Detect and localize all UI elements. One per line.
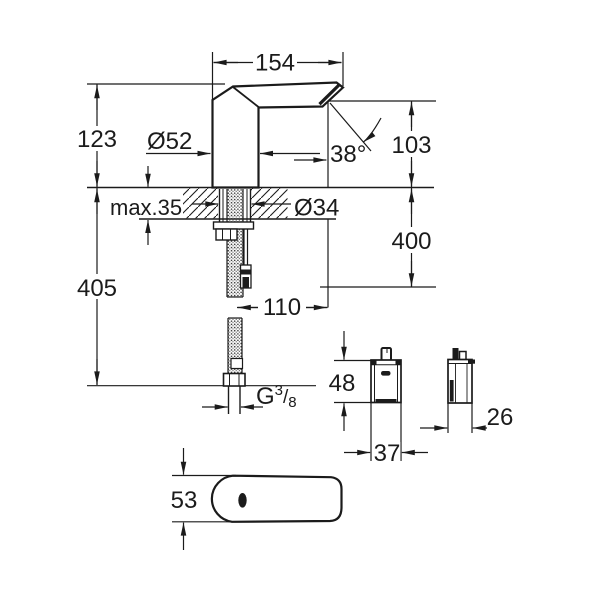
max-deck-thickness-label: max.35 <box>110 195 182 220</box>
label-mask <box>76 274 118 299</box>
faucet-front-view <box>211 81 345 189</box>
thread-numerator: 3 <box>275 382 283 399</box>
dim-height-above-deck: 123 <box>76 83 225 187</box>
control-box-side-view: 26 <box>420 348 513 433</box>
thread-size-label: G3/8 <box>256 382 297 411</box>
spout-top-view: 53 <box>171 448 343 550</box>
thread-prefix: G <box>256 383 275 410</box>
spout-reach-label: 110 <box>263 294 301 321</box>
label-mask <box>390 131 433 157</box>
outlet-height-label: 103 <box>391 132 431 159</box>
box-width-label: 37 <box>374 440 401 467</box>
label-mask <box>76 126 118 151</box>
side-box-battery-strip <box>449 380 454 402</box>
threaded-shank <box>218 189 252 222</box>
sensor-cable <box>239 229 252 289</box>
faucet-body-outline <box>211 81 345 189</box>
dim-outlet-height: 103 <box>390 101 433 187</box>
dim-max-deck-thickness: max.35 <box>110 166 182 245</box>
box-height-label: 48 <box>329 370 356 397</box>
hose-ferrule <box>230 357 244 370</box>
mounting-washer <box>212 221 255 230</box>
deck-hatch-left <box>183 188 218 219</box>
sensor-window <box>238 493 247 508</box>
body-diameter-label: Ø52 <box>147 128 192 155</box>
dim-spout-reach: 110 <box>237 294 328 321</box>
total-length-below-label: 405 <box>77 275 117 302</box>
spout-outlet-slot <box>318 83 341 106</box>
brand-logo-mark <box>381 371 391 376</box>
side-box-connector-left <box>452 348 459 360</box>
dim-total-length-below: 405 <box>76 188 118 385</box>
dim-spray-angle: 38° <box>294 117 382 168</box>
spout-top-outline <box>210 474 343 523</box>
supply-hose-upper <box>227 189 243 297</box>
deck-section <box>87 186 434 220</box>
dim-hose-length-below: 400 <box>390 188 433 287</box>
cable-plug-tip <box>242 277 249 288</box>
spray-angle-line <box>329 102 372 152</box>
dim-spout-length: 154 <box>211 50 344 99</box>
hose-length-below-label: 400 <box>391 228 431 255</box>
box-mount-tab-right <box>395 360 401 365</box>
box-depth-label: 26 <box>487 404 514 431</box>
thread-denominator: 8 <box>288 394 296 411</box>
dim-shank-diameter: Ø34 <box>192 195 339 222</box>
label-mask <box>372 442 401 464</box>
spout-top-width-label: 53 <box>171 487 198 514</box>
box-top-connector <box>380 347 392 362</box>
deck-hatch-right <box>250 188 288 219</box>
hose-connection-nut <box>222 372 246 387</box>
shank-diameter-label: Ø34 <box>294 195 339 222</box>
mounting-nut <box>215 228 238 241</box>
angle-arc-arrow <box>363 117 382 143</box>
thread-slash: / <box>283 387 289 408</box>
side-box-tab <box>468 359 475 364</box>
reference-lines <box>87 100 436 387</box>
dim-thread-size: G3/8 <box>202 382 297 411</box>
cable-plug-band <box>240 269 251 275</box>
height-above-deck-label: 123 <box>77 126 117 153</box>
spray-angle-label: 38° <box>330 141 366 168</box>
mounting-and-supply <box>212 189 255 414</box>
faucet-body-spout-transition-line <box>232 86 260 108</box>
label-mask <box>258 295 306 319</box>
spout-length-label: 154 <box>255 50 295 77</box>
control-box-front-view: 48 37 <box>329 331 428 467</box>
label-mask <box>390 227 433 253</box>
dim-body-diameter: Ø52 <box>146 128 320 157</box>
box-bottom-band <box>375 399 397 403</box>
control-box-outline <box>370 359 402 404</box>
label-mask <box>253 50 297 74</box>
box-mount-tab-left <box>371 360 377 365</box>
